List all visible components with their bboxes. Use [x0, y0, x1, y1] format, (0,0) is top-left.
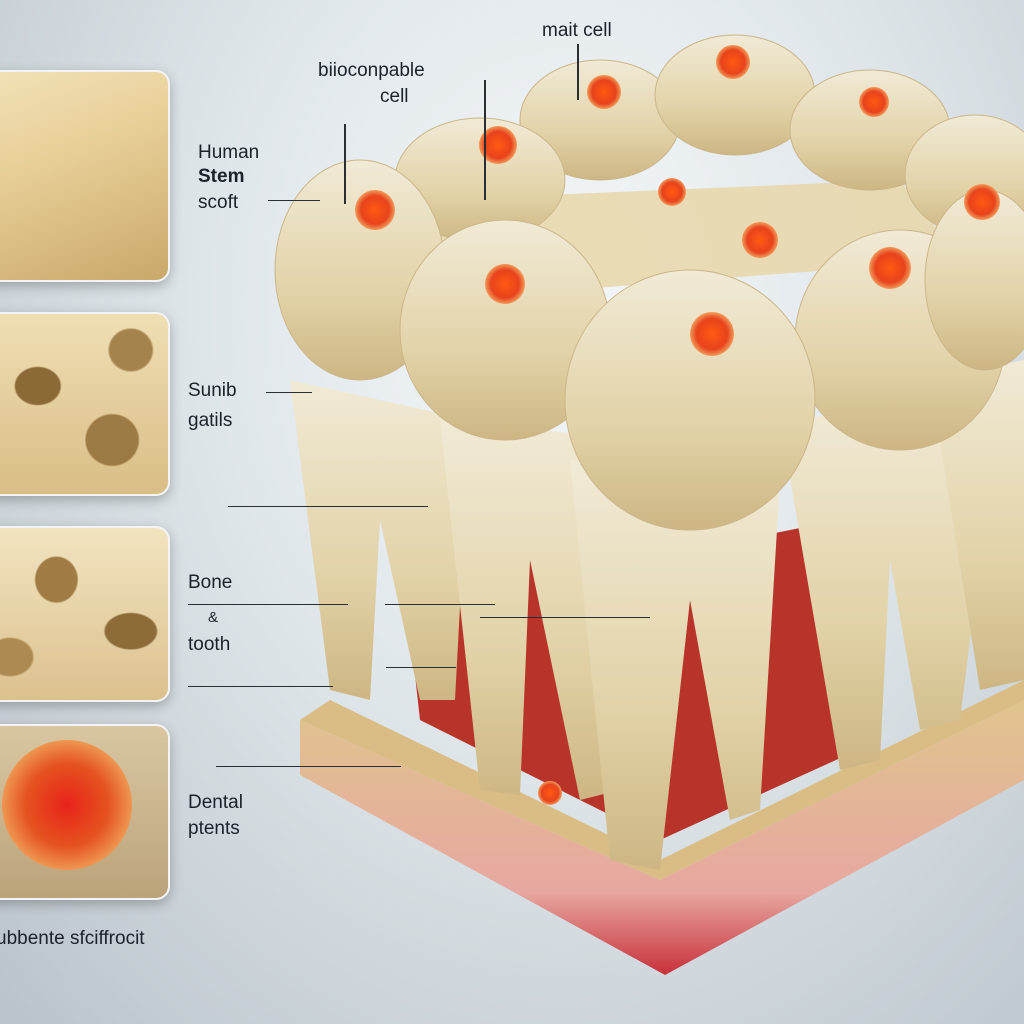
label-tooth: tooth: [188, 634, 231, 655]
label-gatils: gatils: [188, 410, 233, 431]
label-mait-cell: mait cell: [542, 20, 612, 41]
leader-line: [577, 44, 579, 100]
label-ampersand: &: [208, 609, 219, 626]
tooth-crowns: [274, 34, 1024, 531]
label-biocompatible-2: cell: [380, 86, 409, 107]
label-stem: Stem: [198, 166, 245, 187]
leader-line: [268, 200, 320, 201]
orange-cells: [355, 45, 1000, 805]
label-scoft: scoft: [198, 192, 239, 213]
stem-cell-image: [2, 740, 132, 870]
label-sunib: Sunib: [188, 380, 237, 401]
leader-line: [484, 80, 486, 200]
porous-scaffold-panel: [0, 312, 170, 496]
leader-line: [188, 604, 348, 605]
scaffold-material-panel: [0, 70, 170, 282]
leader-line: [216, 766, 401, 767]
bone-base: [300, 700, 1024, 975]
tooth-roots: [290, 360, 1024, 870]
leader-line: [228, 506, 428, 507]
leader-line: [266, 392, 312, 393]
bone-structure-panel: [0, 526, 170, 702]
leader-line: [344, 124, 346, 204]
label-dental: Dental: [188, 792, 243, 813]
leader-line: [386, 667, 456, 668]
label-bone: Bone: [188, 572, 233, 593]
bottom-caption: ubbente sfciffrocit: [0, 928, 145, 949]
label-biocompatible-1: biioconpable: [318, 60, 425, 81]
leader-line: [480, 617, 650, 618]
leader-line: [188, 686, 333, 687]
label-ptents: ptents: [188, 818, 240, 839]
stem-cell-panel: [0, 724, 170, 900]
leader-line: [385, 604, 495, 605]
label-human: Human: [198, 142, 260, 163]
